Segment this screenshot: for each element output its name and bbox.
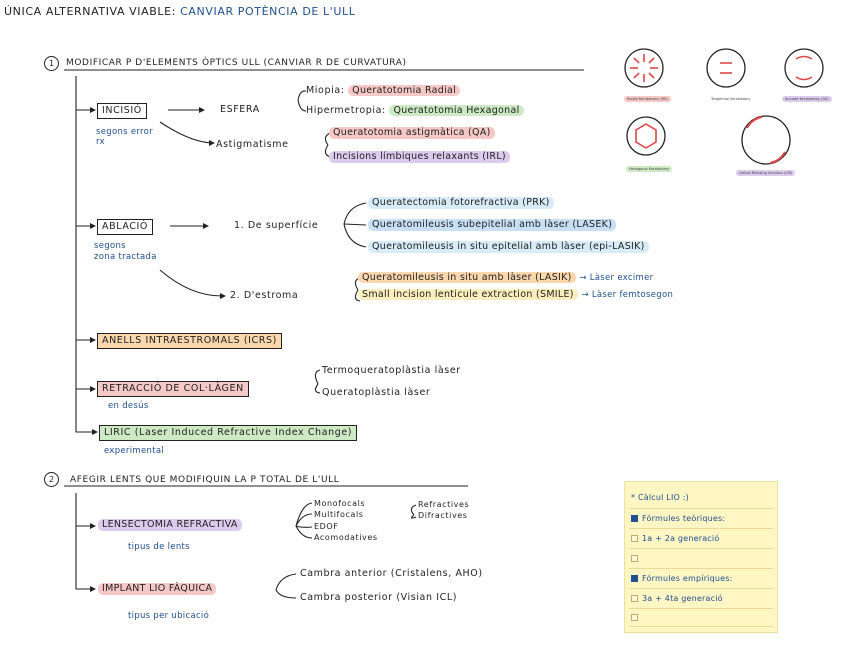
esfera-label: ESFERA — [220, 104, 260, 115]
note-empty-row — [631, 554, 642, 563]
liric-box: LIRIC (Laser Induced Refractive Index Ch… — [99, 425, 358, 441]
retraccio-box: RETRACCIÓ DE COL·LÀGEN — [97, 381, 249, 397]
lens-edof: EDOF — [314, 522, 339, 531]
astigmatisme-option-qa: Queratotomia astigmàtica (QA) — [329, 127, 495, 139]
note-checkbox[interactable] — [631, 575, 638, 582]
note-item-3: Fórmules empíriques: — [631, 574, 733, 583]
ablacio-note-1: segons — [94, 241, 126, 251]
anells-box: ANELLS INTRAESTROMALS (ICRS) — [97, 333, 282, 349]
implant-option-1: Cambra anterior (Cristalens, AHO) — [300, 568, 483, 579]
lens-acomodatives: Acomodatives — [314, 533, 378, 542]
sticky-note: * Càlcul LIO :) Fórmules teòriques: 1a +… — [624, 481, 778, 633]
note-item-2: 1a + 2a generació — [631, 534, 719, 543]
section-2-heading: AFEGIR LENTS QUE MODIFIQUIN LA P TOTAL D… — [70, 475, 340, 485]
lens-multifocals: Multifocals — [314, 510, 364, 519]
hipermetropia-row: Hipermetropia: Queratotomia Hexagonal — [306, 105, 524, 117]
astigmatisme-label: Astigmatisme — [216, 139, 289, 150]
liric-note: experimental — [104, 446, 164, 456]
estroma-smile-row: Small incision lenticule extraction (SMI… — [358, 289, 673, 301]
ablacio-box: ABLACIÓ — [97, 219, 153, 235]
miopia-label: Miopia: — [306, 85, 345, 96]
title-highlight: CANVIAR POTÈNCIA DE L'ULL — [180, 5, 356, 18]
section-1-number: 1 — [44, 56, 59, 71]
hexagonal-keratotomy-icon — [626, 116, 666, 156]
note-item-3-text: Fórmules empíriques: — [642, 574, 733, 583]
note-checkbox[interactable] — [631, 614, 638, 621]
radial-caption: Radial Keratotomy (RK) — [624, 96, 671, 102]
ablacio-note-2: zona tractada — [94, 252, 157, 262]
retraccio-option-1: Termoqueratoplàstia làser — [322, 365, 461, 376]
miopia-technique: Queratotomia Radial — [348, 85, 461, 96]
incisio-box: INCISIÓ — [97, 103, 147, 119]
lens-monofocals: Monofocals — [314, 499, 366, 508]
lens-difractives: Difractives — [418, 511, 468, 520]
tangential-caption: Tangential Keratotomy — [711, 97, 751, 101]
estroma-label: 2. D'estroma — [230, 290, 299, 301]
retraccio-option-2: Queratoplàstia làser — [322, 387, 431, 398]
note-checkbox[interactable] — [631, 535, 638, 542]
miopia-row: Miopia: Queratotomia Radial — [306, 85, 461, 97]
note-item-4-text: 3a + 4ta generació — [642, 594, 723, 603]
note-empty-row — [631, 613, 642, 622]
tangential-keratotomy-icon — [706, 48, 746, 88]
arcuate-caption: Arcuate Keratotomy (AK) — [782, 96, 832, 102]
lensectomia-note: tipus de lents — [128, 542, 190, 552]
retraccio-note: en desús — [108, 401, 149, 411]
arcuate-keratotomy-icon — [784, 48, 824, 88]
superficie-prk: Queratectomia fotorefractiva (PRK) — [368, 197, 554, 209]
limbal-relaxing-incisions-icon — [741, 115, 791, 165]
superficie-epi-lasik: Queratomileusis in situ epitelial amb là… — [368, 241, 649, 253]
note-item-1-text: Fórmules teòriques: — [642, 514, 726, 523]
implant-label: IMPLANT LIO FÀQUICA — [98, 583, 217, 595]
note-checkbox[interactable] — [631, 595, 638, 602]
hipermetropia-label: Hipermetropia: — [306, 105, 386, 116]
limbal-caption: Limbal Relaxing Incisions (LRI) — [736, 170, 796, 176]
note-item-1: Fórmules teòriques: — [631, 514, 725, 523]
note-item-2-text: 1a + 2a generació — [642, 534, 720, 543]
estroma-lasik: Queratomileusis in situ amb làser (LASIK… — [358, 272, 576, 283]
estroma-lasik-row: Queratomileusis in situ amb làser (LASIK… — [358, 272, 653, 284]
astigmatisme-option-irl: Incisions límbiques relaxants (IRL) — [329, 151, 510, 163]
incisio-note: segons error rx — [96, 127, 153, 147]
estroma-smile: Small incision lenticule extraction (SMI… — [358, 289, 578, 300]
note-title: * Càlcul LIO :) — [631, 493, 689, 502]
smile-laser: → Làser femtosegon — [581, 290, 674, 300]
hexagonal-caption: Hexagonal Keratotomy — [626, 166, 673, 172]
section-2-number: 2 — [44, 472, 59, 487]
superficie-label: 1. De superfície — [234, 220, 319, 231]
hipermetropia-technique: Queratotomia Hexagonal — [389, 105, 524, 116]
note-checkbox[interactable] — [631, 515, 638, 522]
lasik-laser: → Làser excimer — [579, 273, 654, 283]
note-checkbox[interactable] — [631, 555, 638, 562]
lens-refractives: Refractives — [418, 500, 470, 509]
section-1-heading: MODIFICAR P D'ELEMENTS ÒPTICS ULL (CANVI… — [66, 58, 407, 68]
page-title: ÚNICA ALTERNATIVA VIABLE: CANVIAR POTÈNC… — [4, 6, 356, 18]
note-item-4: 3a + 4ta generació — [631, 594, 723, 603]
lensectomia-label: LENSECTOMIA REFRACTIVA — [98, 519, 242, 531]
superficie-lasek: Queratomileusis subepitelial amb làser (… — [368, 219, 617, 231]
implant-option-2: Cambra posterior (Visian ICL) — [300, 592, 458, 603]
implant-note: tipus per ubicació — [128, 611, 210, 621]
title-prefix: ÚNICA ALTERNATIVA VIABLE: — [4, 5, 177, 18]
radial-keratotomy-icon — [624, 48, 664, 88]
